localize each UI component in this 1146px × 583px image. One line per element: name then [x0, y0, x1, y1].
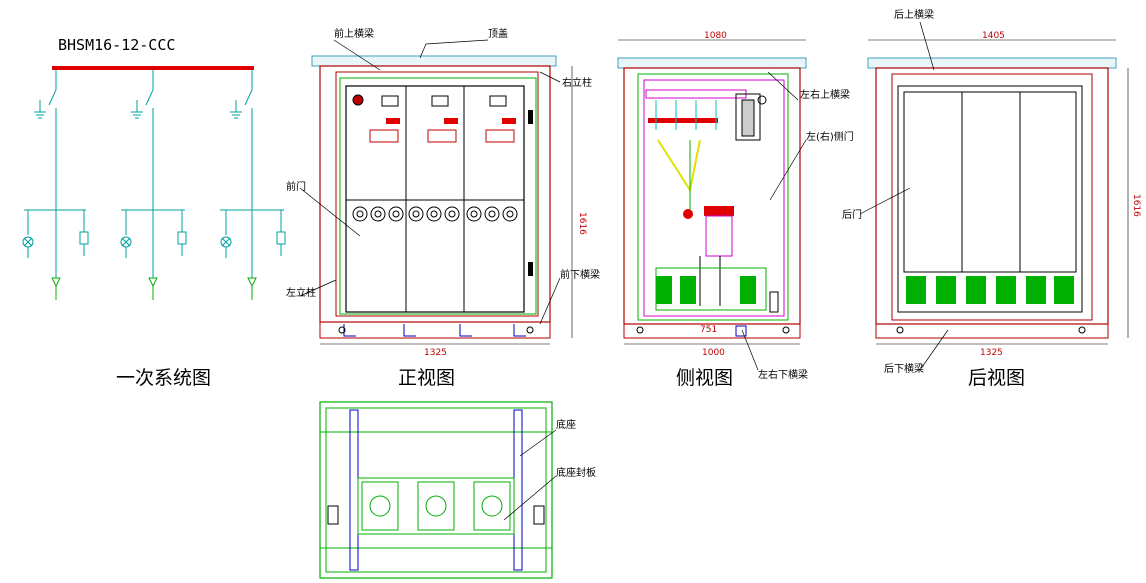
- base-view: 底座 底座封板: [319, 401, 596, 579]
- front-height-dim: 1616: [577, 212, 587, 235]
- busbar: [52, 66, 254, 70]
- label-lr-bottom-beam: 左右下横梁: [758, 368, 808, 381]
- rear-height-dim: 1616: [1131, 194, 1141, 217]
- feeder-2: [120, 70, 187, 300]
- single-line-diagram: BHSM16-12-CCC: [22, 36, 286, 389]
- front-base: [319, 321, 551, 339]
- rear-base: [875, 323, 1109, 339]
- rear-roof: [867, 57, 1117, 69]
- base-plate-area: [357, 477, 515, 535]
- label-front-top-beam: 前上横梁: [334, 27, 374, 40]
- label-rear-top-beam: 后上横梁: [894, 8, 934, 21]
- label-lr-top-beam: 左右上横梁: [800, 88, 850, 101]
- front-view: 1325 1616 前上横梁 顶盖 右立柱 前门 左立柱 前下横梁 正视图: [286, 27, 600, 389]
- label-left-post: 左立柱: [286, 286, 316, 299]
- label-front-door: 前门: [286, 180, 306, 193]
- top-cover: [311, 55, 557, 67]
- rear-vent-grilles: [906, 276, 1074, 304]
- label-base: 底座: [556, 418, 576, 431]
- rear-door-panel: [897, 85, 1083, 313]
- label-right-post: 右立柱: [562, 76, 592, 89]
- caption-front: 正视图: [398, 367, 455, 389]
- side-top-dim: 1080: [704, 31, 727, 41]
- rear-bottom-dim: 1325: [980, 348, 1003, 358]
- side-inner-dim: 751: [700, 325, 717, 335]
- feeder-1: [22, 70, 89, 300]
- cable-terminals: [352, 206, 518, 222]
- side-base: [623, 323, 801, 339]
- label-lr-side-door: 左(右)侧门: [806, 130, 854, 143]
- label-front-bottom-beam: 前下横梁: [560, 268, 600, 281]
- side-view: 1080: [617, 31, 854, 389]
- side-frame: [623, 67, 801, 325]
- caption-single-line: 一次系统图: [116, 367, 211, 389]
- label-top-cover: 顶盖: [488, 27, 508, 40]
- caption-rear: 后视图: [968, 367, 1025, 389]
- front-panel: [345, 85, 525, 313]
- base-outline: [319, 401, 553, 579]
- model-title: BHSM16-12-CCC: [58, 36, 175, 54]
- label-rear-door: 后门: [842, 208, 862, 221]
- front-width-dim: 1325: [424, 348, 447, 358]
- cable-holes: [361, 481, 511, 531]
- rear-top-dim: 1405: [982, 31, 1005, 41]
- base-beam-left: [349, 409, 359, 571]
- label-rear-bottom-beam: 后下横梁: [884, 362, 924, 375]
- side-bottom-dim: 1000: [702, 348, 725, 358]
- label-base-plate: 底座封板: [556, 466, 596, 479]
- feeder-3: [220, 70, 286, 300]
- base-beam-right: [513, 409, 523, 571]
- side-roof: [617, 57, 807, 69]
- side-vent-grilles: [656, 276, 756, 304]
- rear-view: 1405 1325 1616 后上横梁 后门 后下横梁 后视图: [842, 8, 1141, 389]
- caption-side: 侧视图: [676, 367, 733, 389]
